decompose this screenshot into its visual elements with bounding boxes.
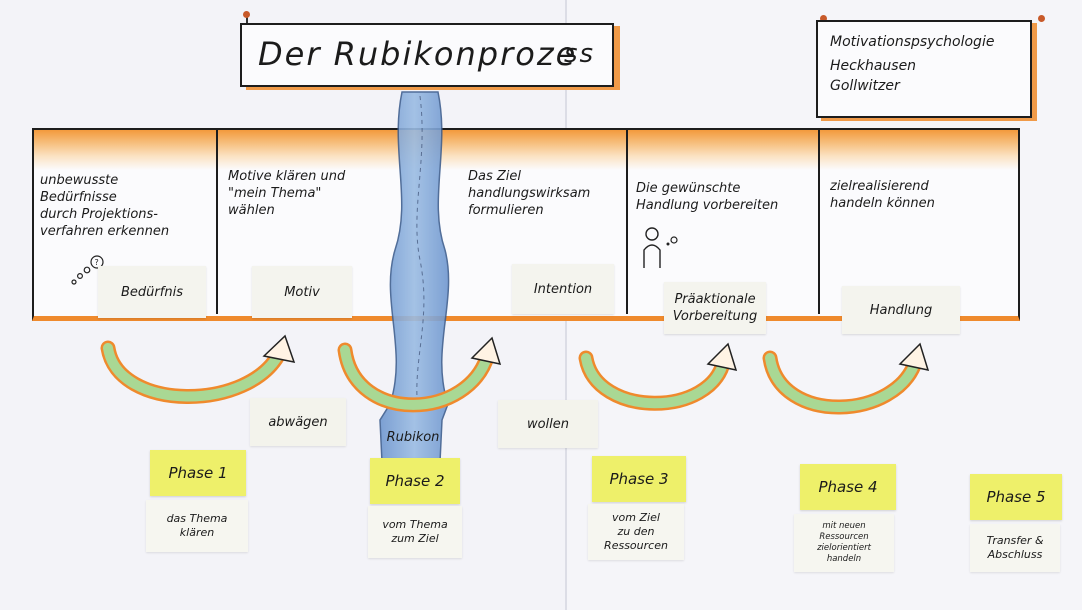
stage-4-description: Die gewünschte Handlung vorbereiten <box>636 181 779 213</box>
svg-text:?: ? <box>95 258 99 267</box>
stage-2-label: Motiv <box>252 266 352 318</box>
phase-5-subtitle: Transfer & Abschluss <box>970 524 1060 572</box>
arrow-4 <box>762 342 930 415</box>
pin-icon <box>243 11 250 18</box>
stage-1-description: unbewusste Bedürfnisse durch Projektions… <box>40 173 170 239</box>
stage-divider <box>216 128 218 314</box>
stage-divider <box>626 128 628 314</box>
stage-3-description: Das Ziel handlungswirksam formulieren <box>468 169 591 218</box>
phase-4-title: Phase 4 <box>800 464 896 510</box>
phase-2-title: Phase 2 <box>370 458 460 504</box>
phase-4-subtitle: mit neuen Ressourcen zielorientiert hand… <box>794 514 894 572</box>
phase-3-title: Phase 3 <box>592 456 686 502</box>
info-line-1: Motivationspsychologie <box>830 34 995 50</box>
title-board: Der Rubikonproze ss <box>240 23 614 87</box>
thought-bubble-icon: ? <box>71 255 104 285</box>
pin-icon <box>1038 15 1045 22</box>
note-wollen: wollen <box>498 400 598 448</box>
stage-5-description: zielrealisierend handeln können <box>830 179 935 211</box>
note-rubikon: Rubikon <box>386 429 440 445</box>
info-line-3: Gollwitzer <box>830 78 900 94</box>
person-doodle-icon <box>643 227 678 268</box>
phase-3-subtitle: vom Ziel zu den Ressourcen <box>588 504 684 560</box>
phase-1-title: Phase 1 <box>150 450 246 496</box>
stage-2-description: Motive klären und "mein Thema" wählen <box>228 169 346 218</box>
stage-4-label: Präaktionale Vorbereitung <box>664 282 766 334</box>
stage-5-label: Handlung <box>842 286 960 334</box>
phase-5-title: Phase 5 <box>970 474 1062 520</box>
stage-1-label: Bedürfnis <box>98 266 206 318</box>
phase-2-subtitle: vom Thema zum Ziel <box>368 506 462 558</box>
info-board: Motivationspsychologie Heckhausen Gollwi… <box>816 20 1032 118</box>
phase-1-subtitle: das Thema klären <box>146 500 248 552</box>
hanger-line <box>246 14 248 26</box>
title-left: Der Rubikonproze <box>258 35 578 73</box>
pin-icon <box>820 15 827 22</box>
arrow-1 <box>100 334 296 404</box>
info-line-2: Heckhausen <box>830 58 917 74</box>
title-right: ss <box>564 39 596 69</box>
arrow-3 <box>578 342 738 411</box>
stage-3-label: Intention <box>512 264 614 314</box>
stage-divider <box>818 128 820 314</box>
arrow-2 <box>337 336 502 413</box>
note-abwaegen: abwägen <box>250 398 346 446</box>
